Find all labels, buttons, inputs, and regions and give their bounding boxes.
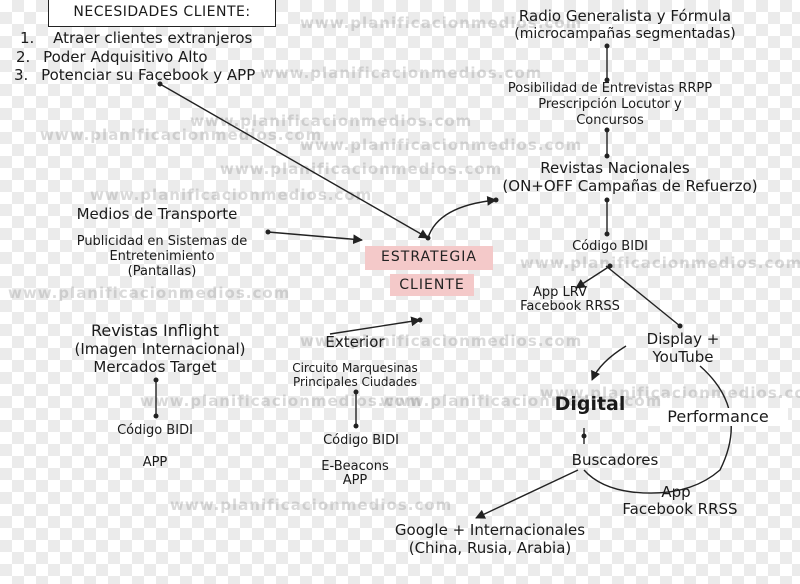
needs-item-text: Potenciar su Facebook y APP [41,66,256,84]
inflight-title: Revistas Inflight [91,321,219,340]
inflight-line-2: (Imagen Internacional) [74,340,246,358]
strategy-box: ESTRATEGIA [365,246,493,270]
transporte-detail-3: (Pantallas) [127,264,197,279]
revistas-subtitle: (ON+OFF Campañas de Refuerzo) [502,177,758,195]
arrow-bidi-to-app [575,265,611,289]
needs-item-3: 3. Potenciar su Facebook y APP [14,66,256,84]
transporte-detail-2: Entretenimiento [109,249,215,264]
radio-detail-2: Prescripción Locutor y [538,97,682,112]
needs-item-text: Poder Adquisitivo Alto [43,48,208,66]
exterior-bidi-code: Código BIDI [323,433,399,448]
exterior-detail-1: Circuito Marquesinas [292,361,418,375]
display-label-1: Display + [646,330,720,348]
arrow-buscadores-to-google [475,469,579,519]
google-label-2: (China, Rusia, Arabia) [408,539,572,557]
revistas-bidi-code: Código BIDI [572,239,648,254]
client-box: CLIENTE [390,274,474,296]
radio-title: Radio Generalista y Fórmula [518,7,732,25]
needs-item-num: 1. [20,29,35,47]
radio-subtitle: (microcampañas segmentadas) [514,26,736,42]
exterior-detail-2: Principales Ciudades [292,375,418,389]
buscadores-label: Buscadores [571,451,659,469]
google-label-1: Google + Internacionales [394,521,586,539]
exterior-title: Exterior [325,333,385,351]
needs-title: NECESIDADES CLIENTE: [48,0,276,27]
arrow-display-to-digital [591,345,627,381]
arrow-transporte-to-center [267,231,363,245]
revistas-facebook: Facebook RRSS [520,299,620,314]
radio-detail-3: Concursos [576,113,644,128]
digital-facebook-label: Facebook RRSS [622,500,738,518]
transporte-detail-1: Publicidad en Sistemas de [76,234,248,249]
radio-detail-1: Posibilidad de Entrevistas RRPP [507,81,713,96]
inflight-bidi-code: Código BIDI [117,423,193,438]
loop-performance [583,365,732,494]
arrow-exterior-line [329,316,421,335]
exterior-app: APP [342,473,368,488]
needs-item-1: 1. Atraer clientes extranjeros [20,29,253,47]
needs-item-text: Atraer clientes extranjeros [53,29,253,47]
transporte-title: Medios de Transporte [76,205,238,223]
needs-item-num: 3. [14,66,29,84]
digital-app-label: App [661,483,691,501]
arrow-center-to-revistas [427,196,497,239]
revistas-title: Revistas Nacionales [540,159,690,177]
needs-item-num: 2. [16,48,31,66]
digital-title: Digital [554,393,626,415]
line-bidi-to-display [605,265,681,327]
exterior-beacons: E-Beacons [321,459,389,474]
inflight-app: APP [142,455,168,470]
revistas-app: App LRV [533,285,587,300]
display-label-2: YouTube [652,348,714,366]
inflight-line-3: Mercados Target [93,358,217,376]
performance-label: Performance [648,407,788,427]
needs-item-2: 2. Poder Adquisitivo Alto [16,48,208,66]
arrow-needs-to-center [159,83,429,239]
